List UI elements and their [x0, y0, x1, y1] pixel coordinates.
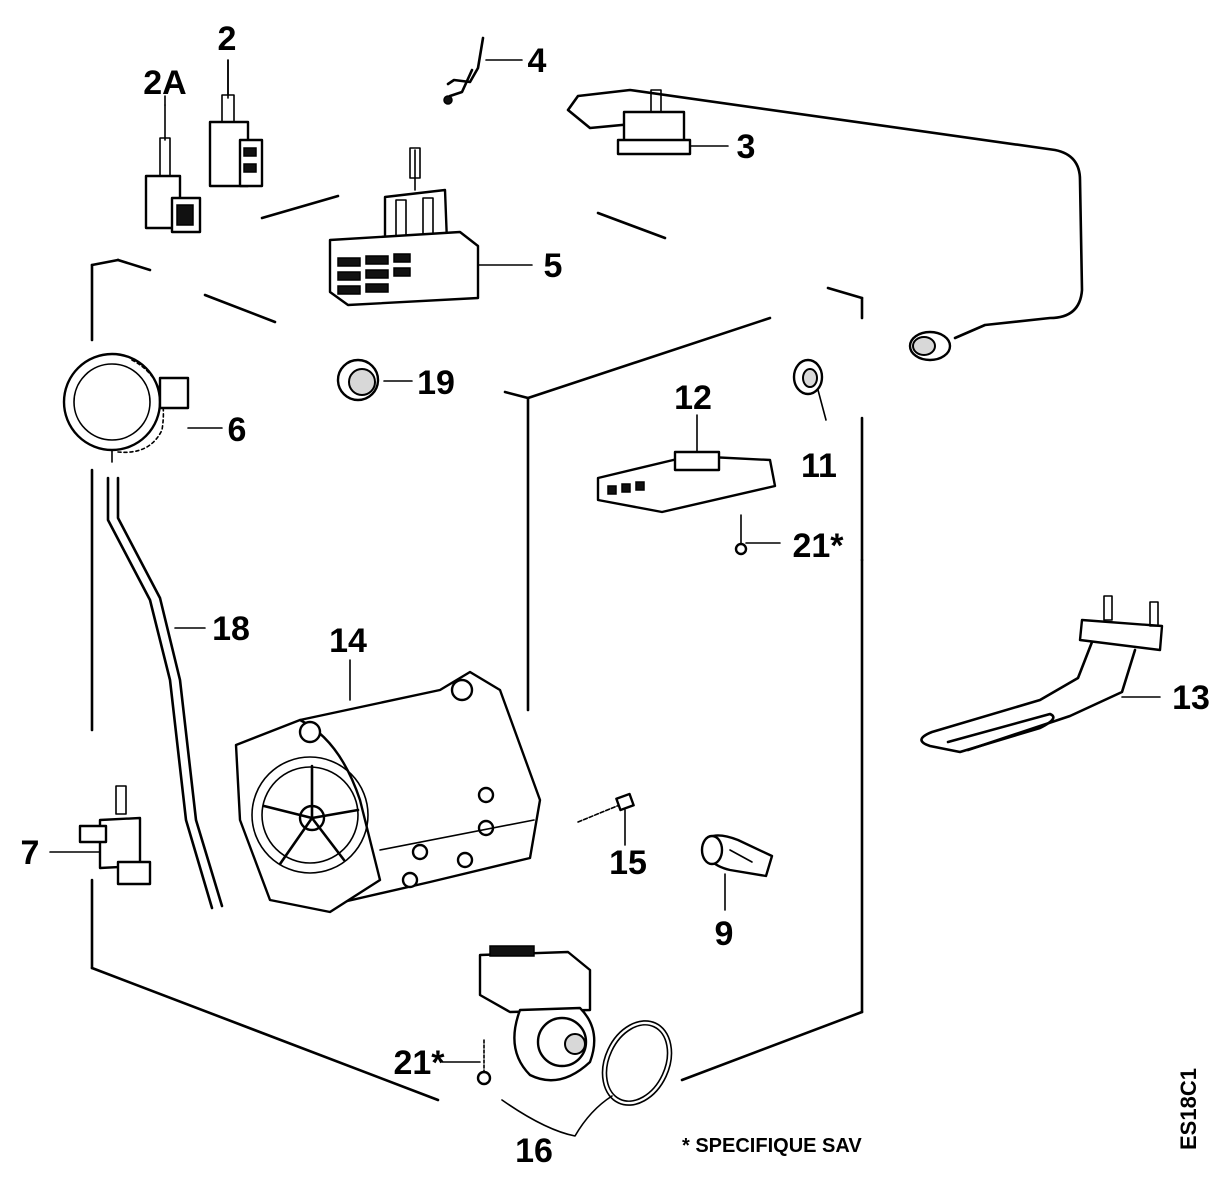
label-21-bottom: 21*: [393, 1044, 445, 1082]
label-5: 5: [544, 247, 563, 285]
part-13-heating-element: [920, 595, 1164, 754]
part-2-switch: [208, 59, 264, 188]
part-6-pressure-switch: [62, 352, 190, 463]
label-15: 15: [609, 844, 647, 882]
timer-contacts: [337, 253, 411, 295]
figure-code: ES18C1: [1176, 1068, 1201, 1150]
part-3-thermostat: [566, 88, 1084, 362]
part-9-capacitor: [700, 834, 774, 878]
footnote: * SPECIFIQUE SAV: [682, 1135, 862, 1157]
leader-lines: [49, 59, 1161, 1063]
part-18-hose: [106, 476, 224, 910]
part-2a-switch: [144, 104, 202, 234]
label-13: 13: [1172, 679, 1210, 717]
part-5-timer: [328, 147, 480, 307]
part-15-screw: [577, 792, 635, 823]
label-2a: 2A: [143, 64, 186, 102]
screw-21-lower: [476, 1039, 492, 1086]
label-7: 7: [21, 834, 40, 872]
part-11-grommet: [792, 358, 824, 396]
label-3: 3: [737, 128, 756, 166]
part-4-wire: [443, 36, 485, 105]
screw-21-upper: [734, 514, 748, 556]
label-19: 19: [417, 364, 455, 402]
part-16-drain-pump: [478, 945, 673, 1137]
part-12-door-interlock: [596, 450, 777, 514]
label-12: 12: [674, 379, 712, 417]
cabinet-outline: [90, 194, 864, 1102]
part-14-motor: [234, 670, 542, 914]
label-4: 4: [528, 42, 547, 80]
label-11: 11: [801, 447, 837, 485]
motor-fan-spokes: [262, 764, 360, 866]
label-21-top: 21*: [792, 527, 844, 565]
part-19-grommet: [336, 358, 380, 402]
label-2: 2: [218, 20, 237, 58]
part-7-valve: [78, 785, 152, 886]
label-9: 9: [715, 915, 734, 953]
label-6: 6: [228, 411, 247, 449]
part-labels: 2 2A 4 3 5 6 19 11 12 21* 13 18 14 7 15 …: [21, 20, 1210, 1170]
label-16: 16: [515, 1132, 553, 1170]
label-18: 18: [212, 610, 250, 648]
label-14: 14: [329, 622, 367, 660]
